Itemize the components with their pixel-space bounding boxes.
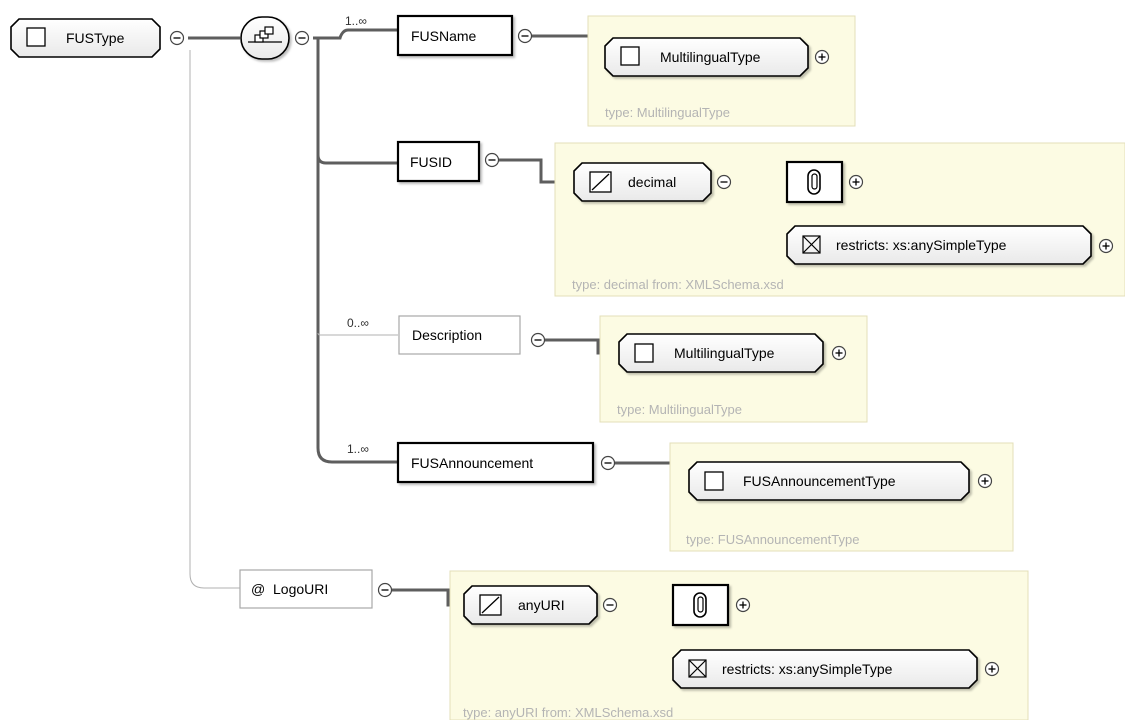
- type-footer: type: FUSAnnouncementType: [686, 532, 859, 547]
- collapse-icon[interactable]: [377, 582, 393, 598]
- type-footer: type: MultilingualType: [617, 402, 742, 417]
- logouri-type-box: anyURI restricts: xs:anySimpleTy: [449, 570, 1029, 720]
- restriction-node[interactable]: restricts: xs:anySimpleType: [786, 225, 1092, 265]
- complex-type-node[interactable]: MultilingualType: [604, 37, 809, 77]
- fusid-type-box: decimal restricts: xs:anySimpleT: [554, 142, 1125, 297]
- sequence-compositor[interactable]: [240, 16, 290, 60]
- expand-icon[interactable]: [735, 597, 751, 613]
- element-label: Description: [412, 327, 482, 343]
- expand-icon[interactable]: [977, 473, 993, 489]
- type-label: decimal: [628, 174, 676, 190]
- collapse-icon[interactable]: [169, 30, 185, 46]
- type-footer: type: decimal from: XMLSchema.xsd: [572, 277, 784, 292]
- description-element[interactable]: Description: [398, 315, 521, 355]
- type-footer: type: MultilingualType: [605, 105, 730, 120]
- fusannouncement-type-box: FUSAnnouncementType type: FUSAnnouncemen…: [669, 442, 1014, 552]
- logouri-attribute[interactable]: @ LogoURI: [239, 569, 373, 609]
- complex-type-icon: [634, 343, 654, 363]
- type-label: MultilingualType: [660, 49, 761, 65]
- fusname-element[interactable]: FUSName: [396, 14, 514, 57]
- collapse-icon[interactable]: [530, 332, 546, 348]
- simple-type-node[interactable]: decimal: [573, 162, 712, 202]
- simple-type-node[interactable]: anyURI: [463, 585, 598, 625]
- element-label: FUSID: [410, 154, 452, 170]
- restriction-node[interactable]: restricts: xs:anySimpleType: [672, 649, 978, 689]
- expand-icon[interactable]: [848, 174, 864, 190]
- facet-clip-icon: [807, 169, 821, 195]
- collapse-icon[interactable]: [600, 455, 616, 471]
- restricts-label: restricts: xs:anySimpleType: [836, 237, 1007, 253]
- facets-node[interactable]: [671, 583, 730, 627]
- type-label: FUSAnnouncementType: [743, 473, 896, 489]
- cardinality-label: 1..∞: [347, 442, 369, 456]
- attribute-prefix: @: [251, 581, 265, 597]
- complex-type-icon: [620, 46, 640, 66]
- type-label: MultilingualType: [674, 345, 775, 361]
- collapse-icon[interactable]: [517, 28, 533, 44]
- expand-icon[interactable]: [1098, 238, 1114, 254]
- fusannouncement-element[interactable]: FUSAnnouncement: [396, 441, 595, 484]
- restricts-label: restricts: xs:anySimpleType: [722, 661, 893, 677]
- collapse-icon[interactable]: [602, 597, 618, 613]
- collapse-icon[interactable]: [484, 152, 500, 168]
- cardinality-label: 0..∞: [347, 316, 369, 330]
- type-label: anyURI: [518, 597, 565, 613]
- expand-icon[interactable]: [984, 661, 1000, 677]
- type-footer: type: anyURI from: XMLSchema.xsd: [463, 705, 673, 720]
- attribute-label: LogoURI: [273, 581, 328, 597]
- element-label: FUSName: [411, 28, 477, 44]
- description-type-box: MultilingualType type: MultilingualType: [599, 315, 868, 423]
- expand-icon[interactable]: [814, 49, 830, 65]
- fusid-element[interactable]: FUSID: [396, 140, 481, 183]
- complex-type-icon: [26, 27, 46, 47]
- restriction-icon: [688, 659, 707, 678]
- facets-node[interactable]: [785, 160, 844, 204]
- sequence-icon: [248, 26, 282, 43]
- complex-type-node[interactable]: MultilingualType: [618, 333, 824, 373]
- collapse-icon[interactable]: [294, 30, 310, 46]
- complex-type-node[interactable]: FUSAnnouncementType: [688, 461, 970, 501]
- fusname-type-box: MultilingualType type: MultilingualType: [587, 15, 856, 127]
- element-label: FUSAnnouncement: [411, 455, 533, 471]
- restriction-icon: [802, 235, 821, 254]
- fustype-root-node[interactable]: FUSType: [10, 18, 161, 58]
- fustype-label: FUSType: [66, 30, 125, 46]
- simple-type-icon: [589, 171, 612, 193]
- expand-icon[interactable]: [831, 345, 847, 361]
- facet-clip-icon: [693, 592, 707, 618]
- simple-type-icon: [479, 594, 502, 616]
- complex-type-icon: [704, 471, 724, 491]
- cardinality-label: 1..∞: [345, 14, 367, 28]
- collapse-icon[interactable]: [716, 174, 732, 190]
